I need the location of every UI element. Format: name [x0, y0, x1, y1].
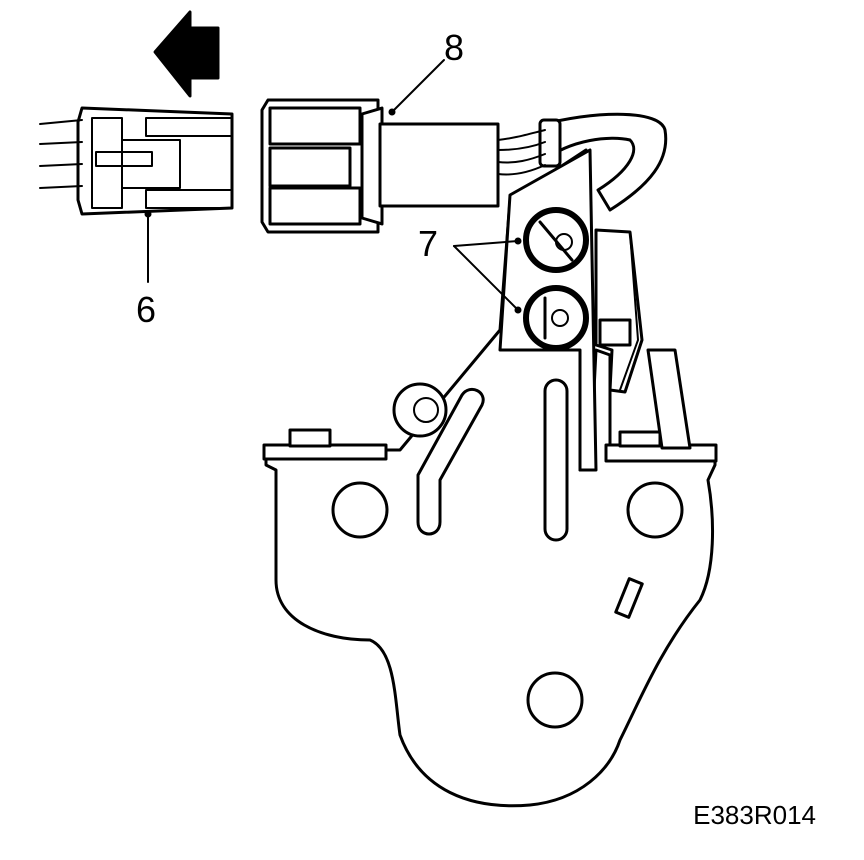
mounting-hole-bottom [526, 671, 584, 729]
latch-plate [262, 148, 718, 808]
fastener-screw-lower [523, 285, 589, 351]
latch-slot-small [614, 577, 644, 619]
plug-connector [260, 98, 546, 234]
figure-id: E383R014 [693, 800, 816, 830]
callout-7: 7 [418, 223, 438, 264]
arrow-left-icon [153, 10, 220, 98]
connector-half [39, 106, 234, 216]
mounting-hole-right [626, 481, 684, 539]
callout-8: 8 [444, 27, 464, 68]
latch-slot-center [543, 378, 569, 542]
callout-6: 6 [136, 289, 156, 330]
mounting-hole-left [331, 481, 389, 539]
latch-slot-angled [416, 387, 485, 536]
leader-lines [144, 59, 522, 314]
fastener-screw-upper [523, 207, 589, 273]
pivot-boss [392, 382, 448, 438]
